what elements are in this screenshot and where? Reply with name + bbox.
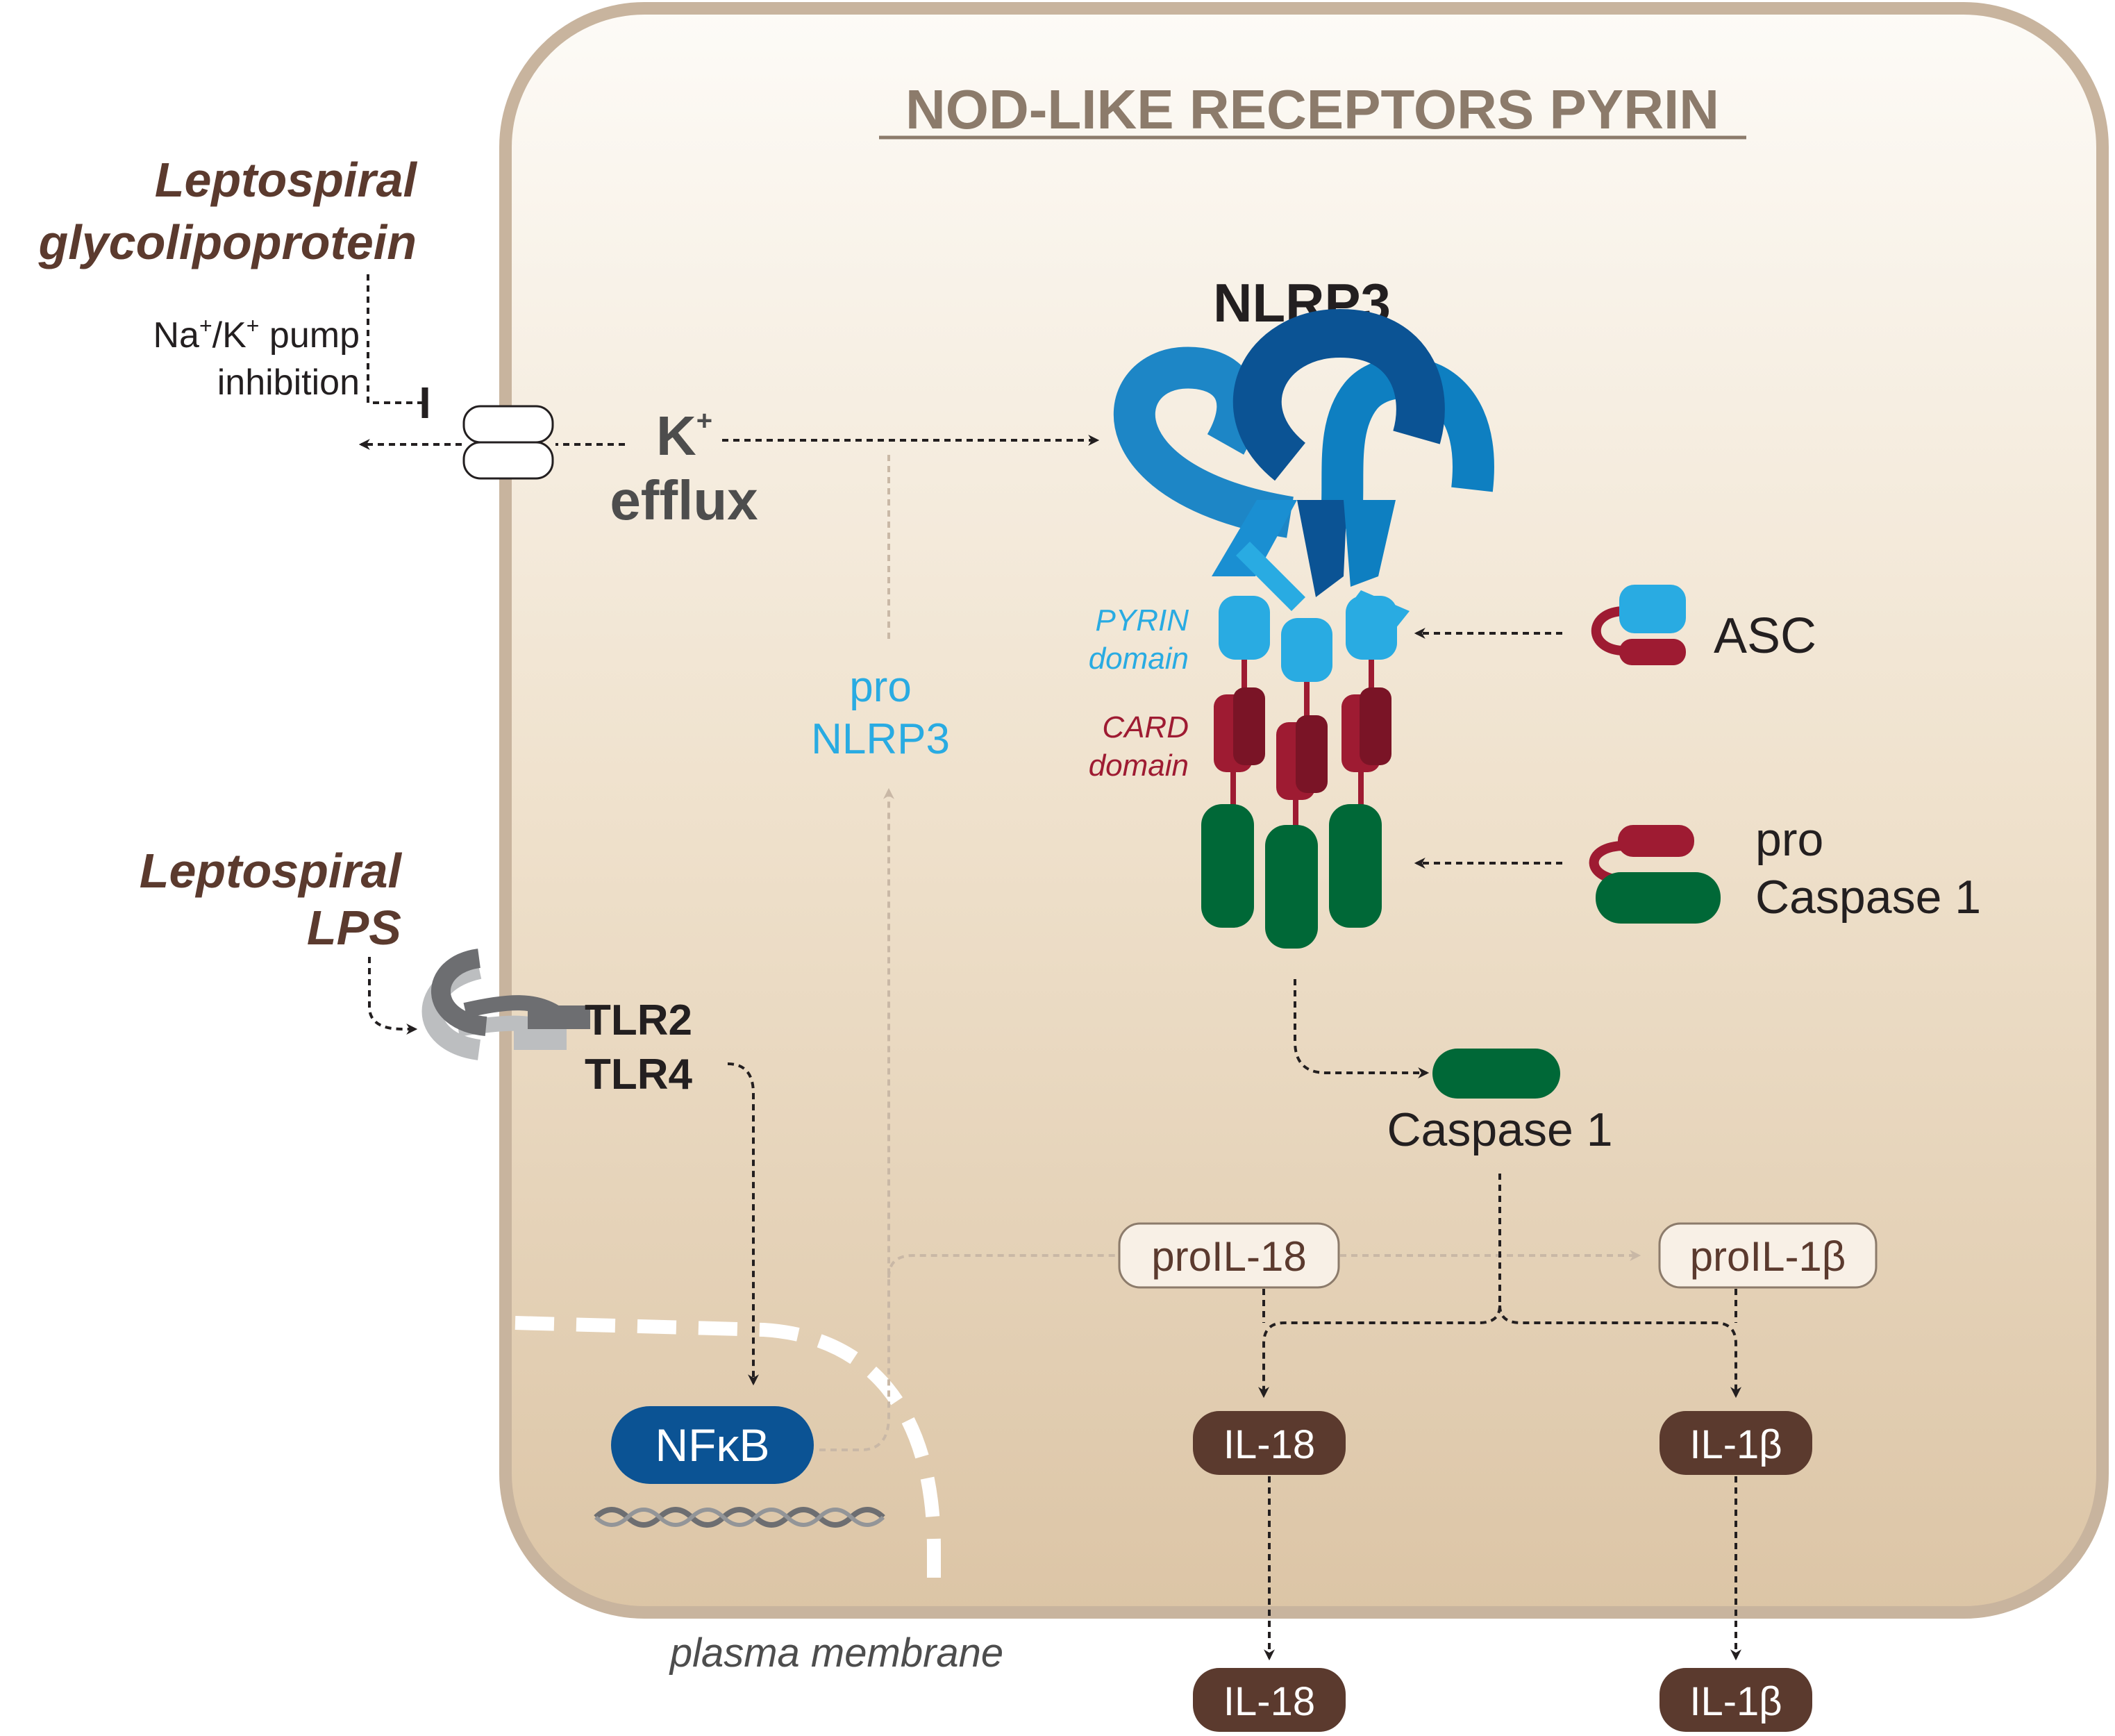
pro-il1b-box (1658, 1222, 1878, 1289)
pump-inhibition-label: Na+/K+ pump inhibition (153, 313, 360, 403)
svg-text:PYRIN: PYRIN (1096, 603, 1189, 637)
caspase-1-label: Caspase 1 (1387, 1103, 1612, 1156)
pro-il18-box (1118, 1222, 1340, 1289)
nfkb-label: NFκB (655, 1419, 770, 1471)
svg-text:LPS: LPS (307, 901, 401, 955)
tlr-to-nfkb-arrow (727, 1062, 759, 1386)
dna-strand-icon-2 (594, 1508, 885, 1527)
il1b-outside-label: IL-1β (1689, 1679, 1782, 1724)
nucleus-boundary (515, 1316, 941, 1590)
svg-text:domain: domain (1089, 749, 1189, 783)
svg-text:glycolipoprotein: glycolipoprotein (38, 215, 417, 269)
il18-outside-label: IL-18 (1223, 1679, 1315, 1724)
il1b-inside-box (1660, 1411, 1812, 1475)
il18-outside-box (1193, 1668, 1346, 1732)
nlrp3-card-domains (1214, 660, 1391, 826)
svg-text:inhibition: inhibition (217, 362, 360, 403)
pump-inhibition-arrow (367, 274, 422, 404)
lps-to-tlr-arrow (368, 957, 418, 1035)
svg-text:domain: domain (1089, 642, 1189, 676)
svg-text:Leptospiral: Leptospiral (155, 153, 418, 207)
svg-text:CARD: CARD (1102, 710, 1189, 744)
diagram-title: NOD-LIKE RECEPTORS PYRIN (905, 78, 1719, 140)
svg-text:efflux: efflux (610, 469, 758, 531)
k-efflux-label: K+ efflux (610, 405, 758, 531)
svg-text:Leptospiral: Leptospiral (140, 844, 403, 898)
nlrp3-nacht-lrr-domains (1113, 308, 1494, 628)
nfkb-to-pro-nlrp3-arrow (819, 787, 894, 1451)
nfkb-to-pro-il-arrow (887, 1254, 1119, 1278)
pro-nlrp3-label: pro NLRP3 (811, 663, 950, 763)
il1b-inside-label: IL-1β (1689, 1422, 1782, 1467)
il18-inside-box (1193, 1411, 1346, 1475)
dna-strand-icon (594, 1507, 885, 1528)
pro-caspase-icon (1589, 825, 1721, 924)
asc-icon (1591, 585, 1686, 665)
caspase-to-il1b-arrow (1498, 1305, 1741, 1399)
cell-body (499, 2, 2109, 1619)
card-domain-label: CARD domain (1089, 710, 1189, 783)
svg-text:pro: pro (849, 663, 912, 711)
svg-text:NLRP3: NLRP3 (811, 715, 950, 763)
nfkb-box (611, 1406, 814, 1484)
nlrp3-to-caspase-arrow (1294, 979, 1430, 1078)
svg-text:pro: pro (1755, 813, 1823, 866)
pyrin-domain-label: PYRIN domain (1089, 603, 1189, 676)
caspase-cleavage-arrows (1258, 1174, 1501, 1399)
il1b-outside-box (1660, 1668, 1812, 1732)
na-k-pump-channel (462, 405, 554, 480)
pro-il18-label: proIL-18 (1151, 1233, 1306, 1280)
pro-caspase-label: pro Caspase 1 (1755, 813, 1981, 924)
tlr-label: TLR2 TLR4 (585, 996, 693, 1099)
plasma-membrane-label: plasma membrane (669, 1630, 1003, 1676)
svg-text:TLR4: TLR4 (585, 1051, 693, 1099)
nlrp3-pyrin-domains (1219, 596, 1397, 682)
glycolipoprotein-label: Leptospiral glycolipoprotein (38, 153, 418, 269)
asc-label: ASC (1714, 608, 1816, 664)
svg-text:TLR2: TLR2 (585, 996, 692, 1044)
caspase-1-icon (1432, 1049, 1560, 1099)
tlr-receptor-icon (421, 949, 590, 1060)
il18-inside-label: IL-18 (1223, 1422, 1315, 1467)
svg-text:Caspase 1: Caspase 1 (1755, 871, 1981, 924)
svg-text:Na+/K+ pump: Na+/K+ pump (153, 313, 360, 356)
lps-label: Leptospiral LPS (140, 844, 403, 955)
pro-il1b-label: proIL-1β (1690, 1233, 1846, 1280)
svg-text:K+: K+ (656, 405, 712, 467)
nlrp3-caspase-domains (1201, 804, 1382, 949)
